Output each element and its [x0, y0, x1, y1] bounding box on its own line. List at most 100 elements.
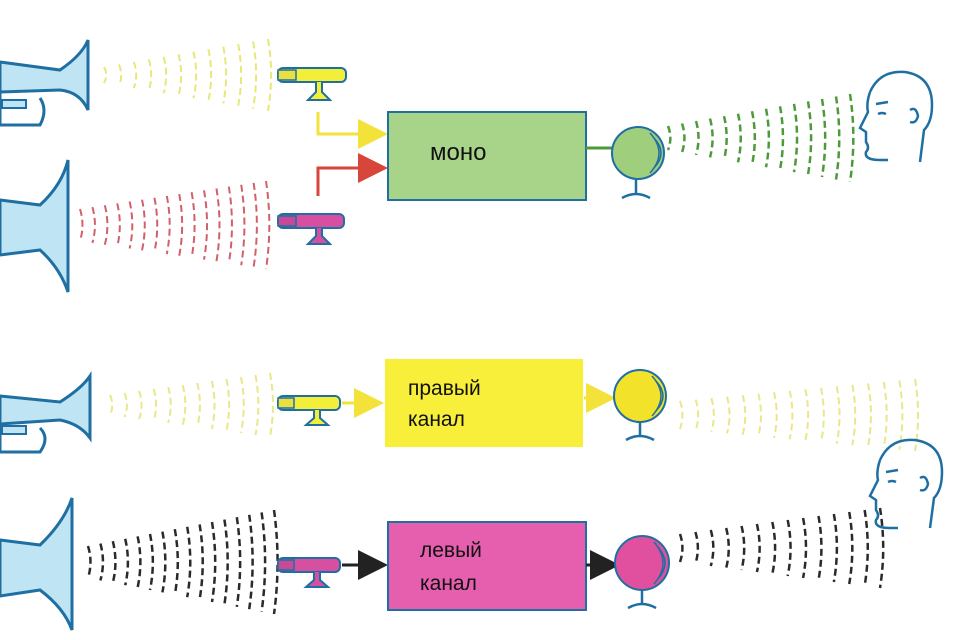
wave-arc	[267, 38, 273, 112]
wave-arc	[694, 531, 700, 565]
wave-arc	[806, 101, 813, 175]
wave-arc	[162, 56, 168, 94]
wave-arc	[848, 93, 855, 183]
wave-arc	[679, 400, 684, 430]
wave-arc	[227, 186, 233, 264]
wave-arc	[817, 515, 823, 581]
horn-icon	[0, 159, 70, 293]
wave-arc	[863, 509, 869, 587]
wave-arc	[128, 201, 134, 249]
wave-arc	[167, 386, 172, 424]
wave-arc	[835, 386, 841, 444]
wave-arc	[736, 113, 742, 163]
wave-arc	[804, 389, 810, 441]
wave-arc	[192, 51, 198, 99]
wave-arc	[173, 528, 179, 596]
wave-arc	[709, 529, 715, 567]
wave-arc	[820, 387, 825, 443]
wave-arc	[91, 206, 96, 244]
wave-arc	[778, 106, 785, 170]
wave-arc	[132, 61, 138, 89]
wave-arc	[116, 203, 121, 247]
wave-arc	[801, 517, 808, 579]
wave-arc	[103, 205, 109, 245]
wave-arc	[882, 381, 888, 449]
wave-arc	[834, 96, 841, 180]
sound-waves-horn	[79, 180, 271, 270]
wave-arc	[832, 513, 839, 583]
wave-arc	[225, 378, 231, 432]
wave-arc	[724, 527, 731, 569]
wave-arc	[215, 188, 221, 262]
wave-arc	[123, 538, 130, 586]
wave-arc	[203, 190, 209, 260]
wave-arc	[680, 123, 686, 153]
sound-waves-trumpet-stereo	[109, 372, 274, 438]
wave-arc	[210, 380, 216, 430]
wave-arc	[222, 46, 228, 104]
wave-arc	[757, 393, 762, 437]
wave-arc	[914, 378, 920, 452]
wave-arc	[694, 120, 700, 156]
left-channel-label-2: канал	[420, 572, 477, 595]
wave-arc	[710, 397, 715, 433]
microphone-yellow-stereo-icon	[277, 395, 341, 426]
wave-arc	[136, 536, 142, 588]
arrow-red	[316, 153, 388, 196]
wave-arc	[147, 59, 153, 91]
wave-arc	[878, 507, 885, 589]
sound-waves-output-mono	[666, 93, 855, 183]
sound-waves-output-left	[678, 507, 885, 589]
wave-arc	[178, 193, 184, 257]
wave-arc	[185, 526, 192, 598]
sound-waves-horn-stereo	[86, 509, 279, 615]
microphone-pink-icon	[277, 213, 345, 245]
wave-arc	[247, 514, 254, 610]
microphone-pink-stereo-icon	[277, 557, 341, 588]
speaker-pink-icon	[614, 535, 670, 610]
wave-arc	[153, 197, 159, 253]
wave-arc	[165, 195, 171, 255]
wave-arc	[773, 391, 778, 439]
trumpet-icon-stereo	[0, 371, 92, 454]
wave-arc	[867, 383, 872, 447]
head-icon-stereo	[868, 438, 944, 530]
wave-arc	[190, 192, 196, 258]
horn-icon-stereo	[0, 497, 74, 631]
left-channel-box	[387, 521, 587, 611]
right-channel-label-1: правый	[408, 377, 481, 400]
wave-arc	[740, 525, 746, 571]
left-channel-label-1: левый	[420, 539, 482, 562]
wave-arc	[898, 380, 904, 450]
head-icon-mono	[858, 70, 934, 163]
wave-arc	[235, 517, 242, 607]
wave-arc	[103, 66, 108, 84]
wave-arc	[177, 54, 183, 96]
wave-arc	[694, 399, 700, 431]
wave-arc	[741, 394, 747, 436]
wave-arc	[786, 519, 792, 577]
wave-arc	[666, 125, 672, 151]
wave-arc	[117, 64, 123, 86]
wave-arc	[210, 521, 217, 603]
wave-arc	[252, 182, 258, 268]
wave-arc	[755, 523, 761, 573]
mono-label: моно	[430, 139, 486, 166]
wave-arc	[148, 533, 155, 591]
wave-arc	[269, 372, 274, 438]
sound-waves-trumpet	[103, 38, 273, 112]
wave-arc	[111, 540, 117, 584]
wave-arc	[240, 184, 246, 266]
wave-arc	[198, 524, 204, 600]
sound-waves-output-right	[679, 378, 920, 452]
speaker-yellow-icon	[613, 369, 667, 442]
right-channel-label-2: канал	[408, 408, 465, 431]
wave-arc	[820, 98, 827, 178]
wave-arc	[99, 543, 105, 581]
wave-arc	[141, 199, 146, 251]
wave-arc	[272, 509, 279, 615]
wave-arc	[123, 392, 128, 418]
wave-arc	[254, 374, 260, 436]
wave-arc	[161, 531, 167, 593]
